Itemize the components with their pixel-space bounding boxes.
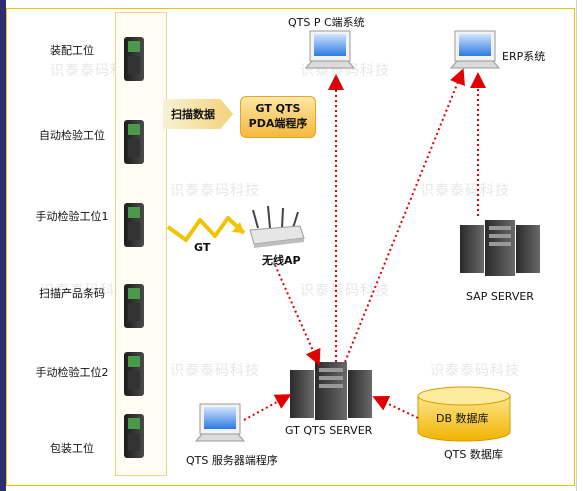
station-label: 扫描产品条码: [39, 287, 105, 300]
server-rack-icon: [460, 220, 540, 276]
wireless-ap-icon: [249, 205, 305, 248]
pda-device-icon: [124, 284, 144, 328]
db-label: QTS 数据库: [444, 448, 503, 461]
server-rack-icon: [290, 362, 372, 420]
sap-server-label: SAP SERVER: [466, 290, 534, 303]
pda-device-icon: [124, 37, 144, 81]
station-label: 包装工位: [50, 442, 94, 455]
pda-app-line2: PDA端程序: [248, 117, 308, 130]
pda-device-icon: [124, 120, 144, 164]
pda-device-icon: [124, 203, 144, 247]
pda-app-line1: GT QTS: [255, 102, 301, 115]
station-label: 装配工位: [50, 44, 94, 57]
pda-app-box: GT QTS PDA端程序: [240, 96, 316, 138]
right-border: [576, 0, 583, 491]
pda-device-icon: [124, 352, 144, 396]
qts-pc-label: QTS P C端系统: [288, 16, 365, 29]
database-icon: [417, 386, 511, 442]
gt-server-label: GT QTS SERVER: [285, 424, 373, 437]
computer-monitor-icon: [304, 30, 356, 69]
db-inner-label: DB 数据库: [436, 412, 489, 425]
arrow-ap-to-server: [274, 264, 321, 366]
qts-service-label: QTS 服务器端程序: [186, 454, 278, 467]
arrow-server-to-erp: [344, 68, 465, 363]
arrow-db-to-server: [372, 395, 419, 419]
arrow-service-to-server: [243, 394, 292, 421]
erp-label: ERP系统: [502, 50, 546, 63]
scan-data-arrow: 扫描数据: [163, 99, 233, 129]
station-label: 手动检验工位1: [35, 210, 109, 223]
computer-monitor-icon: [194, 403, 246, 442]
computer-monitor-icon: [449, 30, 501, 69]
ap-label: 无线AP: [262, 254, 301, 267]
pda-device-icon: [124, 414, 144, 458]
station-label: 手动检验工位2: [35, 366, 109, 379]
scan-data-label: 扫描数据: [171, 108, 215, 121]
diagram-frame: [6, 8, 575, 486]
station-label: 自动检验工位: [39, 129, 105, 142]
signal-label: GT: [194, 241, 211, 254]
wireless-signal-icon: [166, 216, 246, 242]
left-border: [0, 0, 6, 491]
